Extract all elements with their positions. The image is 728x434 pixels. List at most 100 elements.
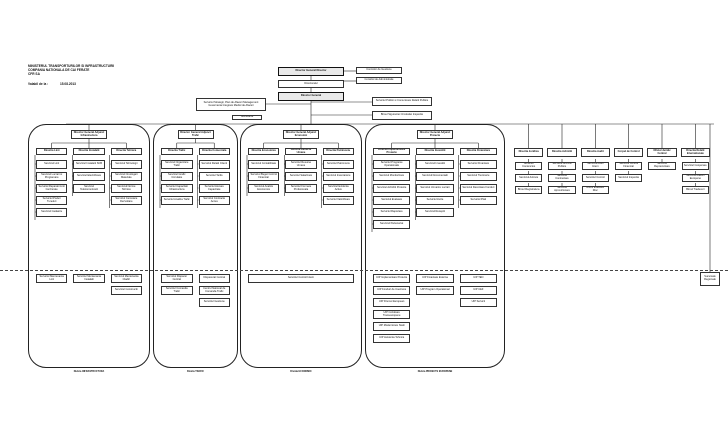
service-box: Serviciul Plati (459, 196, 497, 205)
directorate-box: Corpul de Control (614, 148, 644, 157)
directorate-box: Directia Resurse Umane (285, 148, 317, 155)
territorial-unit-box: UIP CEF (459, 286, 497, 295)
territorial-unit-box: Serviciul Dispecer Central (161, 274, 193, 283)
directorate-box: Directia Achizitii (547, 148, 577, 157)
service-box: Serviciul Trezorerie (459, 172, 497, 181)
service-box: Serviciul Programe Operationale (373, 160, 411, 169)
directorate-box: Directia Patrimoniu (322, 148, 354, 155)
service-box: Serviciul Avize (416, 196, 454, 205)
service-box: Serviciul Capacitati Infrastructura (161, 184, 193, 193)
territorial-unit-box: Serviciul Constructii (110, 286, 142, 295)
service-box: Serviciul Investitii (416, 160, 454, 169)
service-box: Serviciul Receptii (416, 208, 454, 217)
service-box: Serviciul Reprezentare (648, 162, 676, 170)
territorial-unit-box: UIP Modernizare Statii (373, 322, 411, 331)
service-box: Serviciul Valorificare (322, 196, 354, 205)
service-box: Serviciul Tarife (198, 172, 230, 181)
territorial-unit-box: Serviciul Mentenanta Instalatii (73, 274, 105, 283)
service-box: Serviciul Resurse Umane (285, 160, 317, 169)
valid-date: 15.08.2013 (60, 82, 76, 86)
service-box: Serviciul Parteneriat (373, 220, 411, 229)
division-footer: Divizia PROIECTE EUROPENE (417, 370, 453, 373)
service-box: Serviciul Telecomunicatii (73, 184, 105, 193)
service-box: Serviciul Contencios (515, 162, 543, 170)
service-box: Serviciul Inventariere (322, 172, 354, 181)
service-box: Serviciul Omologari Materiale (110, 172, 142, 181)
policy-service-box: Serviciul Politici si Comunicare Relatii… (372, 97, 432, 106)
service-box: Serviciul Afaceri Europene (681, 174, 709, 182)
service-box: Serviciul Achizitii Publice (548, 162, 576, 170)
service-box: Serviciul Decontare Fonduri (459, 184, 497, 193)
territorial-unit-box: Serviciul Mentenanta Linii (36, 274, 68, 283)
general-manager-box: Director General (278, 92, 344, 101)
service-box: Serviciul Norme Tehnice (110, 184, 142, 193)
service-box: Serviciul Control Financiar (615, 162, 643, 170)
directorate-box: Directia Economica (248, 148, 280, 155)
service-box: Serviciul Control (581, 174, 609, 182)
service-box: Serviciul Cercetare Dezvoltare (110, 196, 142, 205)
directorate-box: Directia Relatii Internationale (680, 148, 710, 157)
division-group (28, 124, 150, 368)
service-box: Serviciul Electrificare (73, 172, 105, 181)
service-box: Serviciul Poduri Tuneluri (36, 196, 68, 205)
service-box: Serviciul Documentatii (416, 172, 454, 181)
territorial-unit-box: UIP TEN (459, 274, 497, 283)
service-box: Serviciul Formare Profesionala (285, 184, 317, 193)
service-box: Serviciul Grafic Circulatie (161, 172, 193, 181)
company-short: CFR SA (28, 72, 40, 76)
service-box: Serviciul Tehnologii (110, 160, 142, 169)
directorate-box: Directia Trafic (161, 148, 193, 155)
service-box: Serviciul Cooperare (681, 162, 709, 170)
territorial-unit-box: Dispecerat Central (198, 274, 230, 283)
service-box: Serviciul Analize Economice (248, 184, 280, 193)
service-box: Serviciul Audit Intern (581, 162, 609, 170)
service-box: Biroul Traduceri (681, 186, 709, 194)
service-box: Serviciul Monitorizare (373, 172, 411, 181)
service-box: Serviciul Alocare Capacitate (198, 184, 230, 193)
territorial-unit-box: UIP Drumul European (373, 298, 411, 307)
secretariat-box: Secretariat (232, 115, 262, 120)
directorate-box: Directia Juridica (514, 148, 544, 157)
service-box: Serviciul Buget Control Financiar (248, 172, 280, 181)
service-box: Biroul Registratura (515, 186, 543, 194)
service-box: Serviciul Reparatii Linii Cai Ferate (36, 184, 68, 193)
strategy-service-box: Serviciul Strategii, Plan de Afaceri Man… (196, 98, 266, 111)
division-group (365, 124, 505, 368)
service-box: Serviciul Contractare (548, 174, 576, 182)
council-box: Consiliul de Administratie (356, 77, 402, 84)
directorate-box: Directia Investitii (416, 148, 454, 155)
service-box: Serviciul Aprovizionare (548, 186, 576, 194)
controller-box: Controlor de Gestiune (356, 67, 402, 74)
division-head-box: Director General Adjunct Trafic (177, 130, 214, 139)
division-head-box: Director General Adjunct Economic (283, 130, 319, 139)
ministry-title: MINISTERUL TRANSPORTURILOR SI INFRASTRUC… (28, 64, 115, 68)
division-footer: Divizia INFRASTRUCTURA (73, 370, 105, 373)
directorate-box: Directia Financiara (459, 148, 497, 155)
territorial-unit-box: UIP Finantare Externa (416, 274, 454, 283)
board-box: Directoratul (278, 80, 344, 88)
division-head-box: Director General Adjunct Proiecte (417, 130, 453, 139)
regional-branches-box: Sucursale Regionale (700, 272, 720, 286)
safety-office-box: Biroul Sigurantei Circulatiei Inspectie (372, 111, 432, 120)
directorate-box: Directia Tehnica (110, 148, 142, 155)
service-box: Serviciul Lucrari si Programare (36, 172, 68, 181)
division-group (153, 124, 238, 368)
directorate-box: Directia Instalatii (73, 148, 105, 155)
service-box: Serviciul Instalatii SCB (73, 160, 105, 169)
service-box: Serviciul Evaluare (373, 196, 411, 205)
division-footer: Divizia ECONOMIC (290, 370, 312, 373)
territorial-unit-box: Serviciul Control Intern (248, 274, 354, 283)
service-box: Serviciul Achizitii Proiecte (373, 184, 411, 193)
division-group (240, 124, 362, 368)
territorial-unit-box: UIP Program Operational (416, 286, 454, 295)
separator-line (0, 270, 728, 271)
service-box: Biroul Evaluare Risc (581, 186, 609, 194)
service-box: Serviciul Inspectie (615, 174, 643, 182)
service-box: Serviciul Evidenta Active (322, 184, 354, 193)
territorial-unit-box: Centrul National de Comanda Trafic (198, 286, 230, 295)
directorate-box: Directia Linii (36, 148, 68, 155)
territorial-unit-box: UIP Asistenta Tehnica (373, 334, 411, 343)
director-box: Director General Director (278, 67, 344, 76)
service-box: Serviciul Relatii Clienti (198, 160, 230, 169)
